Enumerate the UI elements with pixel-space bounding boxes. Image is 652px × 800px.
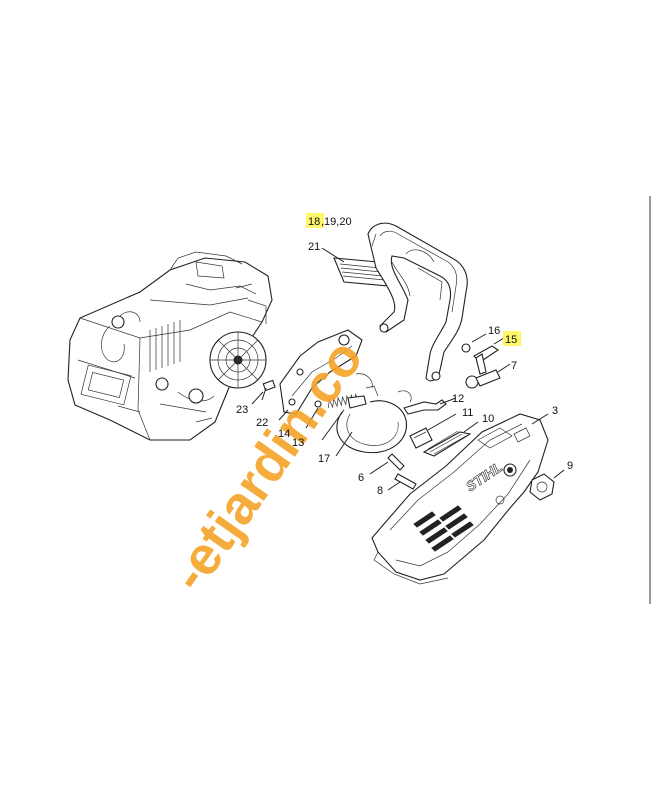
part-9-nut [529,469,565,501]
part-22-brake-lever [278,329,363,421]
callout-21: 21 [308,241,320,253]
callout-10: 10 [482,413,494,425]
part-16-washer [461,333,487,353]
callout-15: 15 [505,334,517,346]
part-18-hand-guard [367,222,468,382]
callout-18: 18 [308,216,320,228]
part-6-pin [369,453,405,475]
part-7-nut [465,363,511,389]
callout-12: 12 [452,393,464,405]
highlight-18 [306,213,324,228]
callout-labels: 18 ,19,20 21 16 15 7 3 12 11 10 9 6 8 17… [236,216,573,497]
part-13-brake-band [321,373,412,457]
part-3-sprocket-cover: STIHL [371,413,549,585]
callout-14: 14 [278,428,290,440]
callout-16: 16 [488,325,500,337]
callout-8: 8 [377,485,383,497]
callout-19-20: ,19,20 [321,216,352,228]
part-11-plate [409,413,457,449]
cover-vents [413,505,474,552]
engine-assembly [67,251,273,441]
callout-3: 3 [552,405,558,417]
part-10-guide [422,421,479,457]
callout-17: 17 [318,453,330,465]
highlight-15 [503,331,521,346]
part-8-pin [387,473,417,491]
callout-7: 7 [511,360,517,372]
part-15-lever [473,337,505,375]
callout-11: 11 [462,407,473,419]
callout-9: 9 [567,460,573,472]
callout-23: 23 [236,404,248,416]
part-23-screw [251,379,276,405]
callout-13: 13 [292,437,304,449]
callout-6: 6 [358,472,364,484]
callout-22: 22 [256,417,268,429]
part-12-clip [403,397,457,415]
